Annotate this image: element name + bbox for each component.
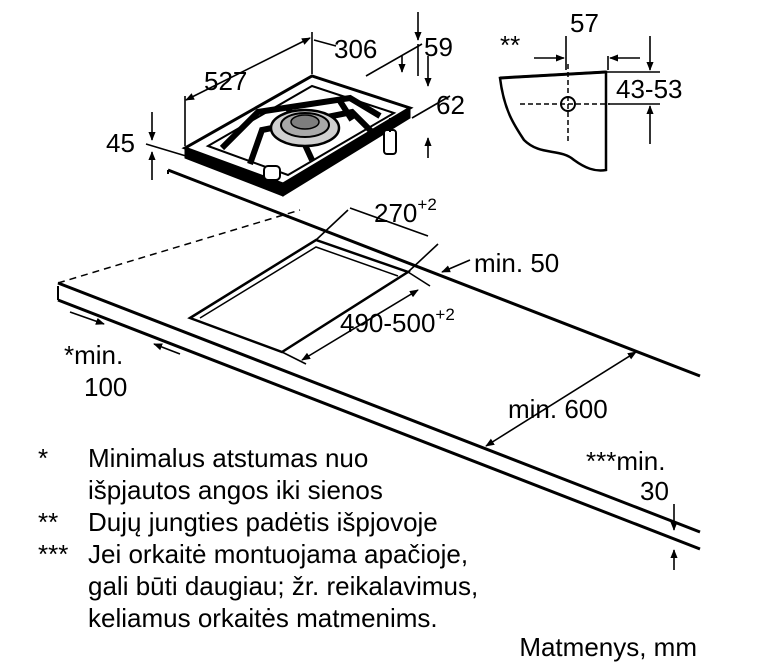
dim-gas-marker: ** (500, 30, 520, 60)
legend-item-2: ** Dujų jungties padėtis išpjovoje (38, 506, 478, 538)
dim-490-500: 490-500+2 (340, 305, 455, 338)
legend-text: gali būti daugiau; žr. reikalavimus, (88, 571, 479, 601)
dim-43-53: 43-53 (616, 74, 683, 104)
dim-min-50: min. 50 (474, 248, 559, 278)
dim-min-600: min. 600 (508, 394, 608, 424)
legend-text: Minimalus atstumas nuo (88, 443, 369, 473)
legend-text: Jei orkaitė montuojama apačioje, (88, 539, 469, 569)
dimension-lines (69, 12, 678, 570)
dim-62: 62 (436, 90, 465, 120)
legend: * Minimalus atstumas nuo išpjautos angos… (38, 442, 478, 634)
legend-text: keliamus orkaitės matmenims. (88, 603, 438, 633)
worktop (57, 168, 701, 551)
legend-text: išpjautos angos iki sienos (88, 475, 383, 505)
dim-min-100-value: 100 (84, 372, 127, 402)
dim-57: 57 (570, 8, 599, 38)
gas-hob (181, 74, 414, 197)
dim-270: 270+2 (374, 195, 437, 228)
gas-connection-profile (498, 64, 610, 172)
legend-text: Dujų jungties padėtis išpjovoje (88, 507, 438, 537)
dim-min-100-label: *min. (64, 340, 123, 370)
dim-min-30-value: 30 (640, 476, 669, 506)
legend-item-1: * Minimalus atstumas nuo (38, 442, 478, 474)
dim-527: 527 (204, 66, 247, 96)
legend-mark: ** (38, 507, 59, 537)
units-label: Matmenys, mm (519, 632, 697, 662)
legend-mark: * (38, 443, 49, 473)
legend-mark: *** (38, 539, 69, 569)
dim-45: 45 (106, 128, 135, 158)
dim-min-30-label: ***min. (586, 446, 665, 476)
dim-59: 59 (424, 32, 453, 62)
legend-item-3: *** Jei orkaitė montuojama apačioje, (38, 538, 478, 570)
dim-306: 306 (334, 34, 377, 64)
